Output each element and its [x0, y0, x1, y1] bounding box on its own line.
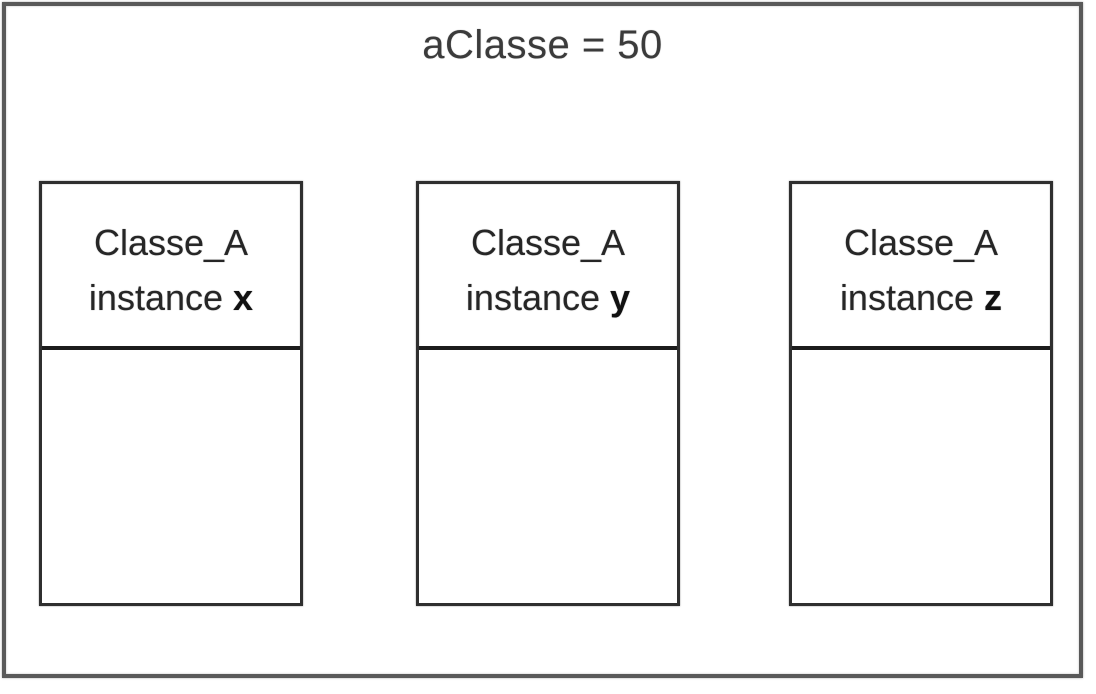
- instance-variable-label: x: [233, 277, 254, 318]
- class-name-label: Classe_A: [93, 222, 249, 263]
- instance-header: Classe_A instance y: [419, 184, 677, 350]
- instance-prefix-label: instance: [839, 277, 975, 318]
- instance-name-line: instance y: [466, 270, 630, 325]
- instance-name-line: instance x: [89, 270, 253, 325]
- instance-prefix-label: instance: [88, 277, 224, 318]
- instance-name-line: instance z: [840, 270, 1002, 325]
- instance-attributes-compartment: [419, 350, 677, 603]
- class-name-label: Classe_A: [843, 222, 999, 263]
- instance-prefix-label: instance: [465, 277, 601, 318]
- instance-variable-label: z: [984, 277, 1003, 318]
- instance-box-x: Classe_A instance x: [39, 181, 303, 606]
- instance-attributes-compartment: [792, 350, 1050, 603]
- instance-box-y: Classe_A instance y: [416, 181, 680, 606]
- class-name-label: Classe_A: [470, 222, 626, 263]
- instance-attributes-compartment: [42, 350, 300, 603]
- instance-header: Classe_A instance x: [42, 184, 300, 350]
- instance-box-z: Classe_A instance z: [789, 181, 1053, 606]
- diagram-title: aClasse = 50: [422, 23, 663, 67]
- instance-variable-label: y: [610, 277, 631, 318]
- class-container-box: aClasse = 50 Classe_A instance x Classe_…: [2, 2, 1083, 678]
- instance-header: Classe_A instance z: [792, 184, 1050, 350]
